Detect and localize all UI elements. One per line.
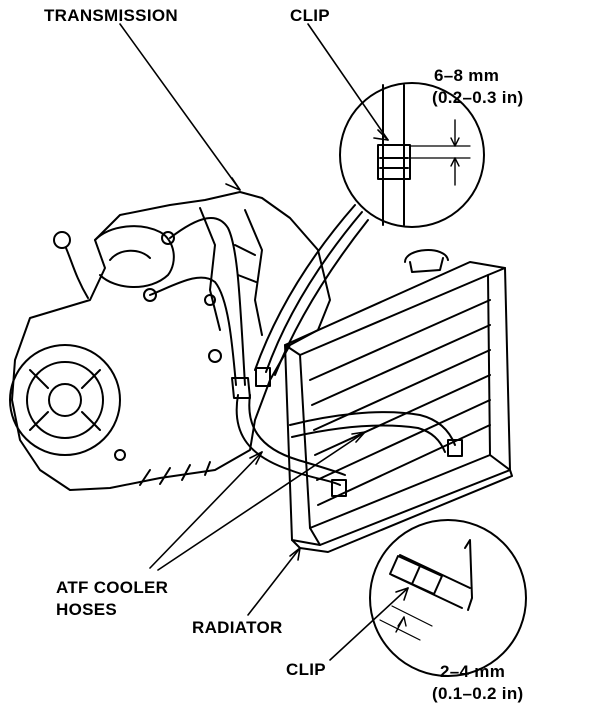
lower-clip-detail [369, 519, 527, 677]
clip-top-leader [307, 23, 389, 141]
spec-top-in: (0.2–0.3 in) [432, 88, 524, 107]
hose-clip [255, 367, 271, 387]
leader-lines [119, 23, 409, 661]
spec-bottom-mm: 2–4 mm [440, 662, 506, 681]
upper-clip-detail [339, 82, 485, 228]
atf-cooler-hoses-label-line1: ATF COOLER [56, 578, 169, 597]
atf-cooler-hoses-label-line2: HOSES [56, 600, 118, 619]
atf-cooler-hoses [235, 204, 463, 497]
atf-leader-1 [149, 451, 263, 569]
clip-top-label: CLIP [290, 6, 330, 25]
radiator-leader [247, 547, 301, 616]
clip-bottom-label: CLIP [286, 660, 326, 679]
spec-bottom-in: (0.1–0.2 in) [432, 684, 524, 703]
transmission-label: TRANSMISSION [44, 6, 178, 25]
clip-band [377, 144, 411, 180]
clip-bottom-leader [329, 587, 409, 661]
spec-top-mm: 6–8 mm [434, 66, 500, 85]
hose-clip [447, 439, 463, 457]
transmission-illustration [9, 191, 331, 491]
transmission-leader [119, 23, 241, 191]
radiator-illustration [284, 249, 513, 553]
radiator-label: RADIATOR [192, 618, 283, 637]
atf-leader-2 [157, 431, 366, 571]
